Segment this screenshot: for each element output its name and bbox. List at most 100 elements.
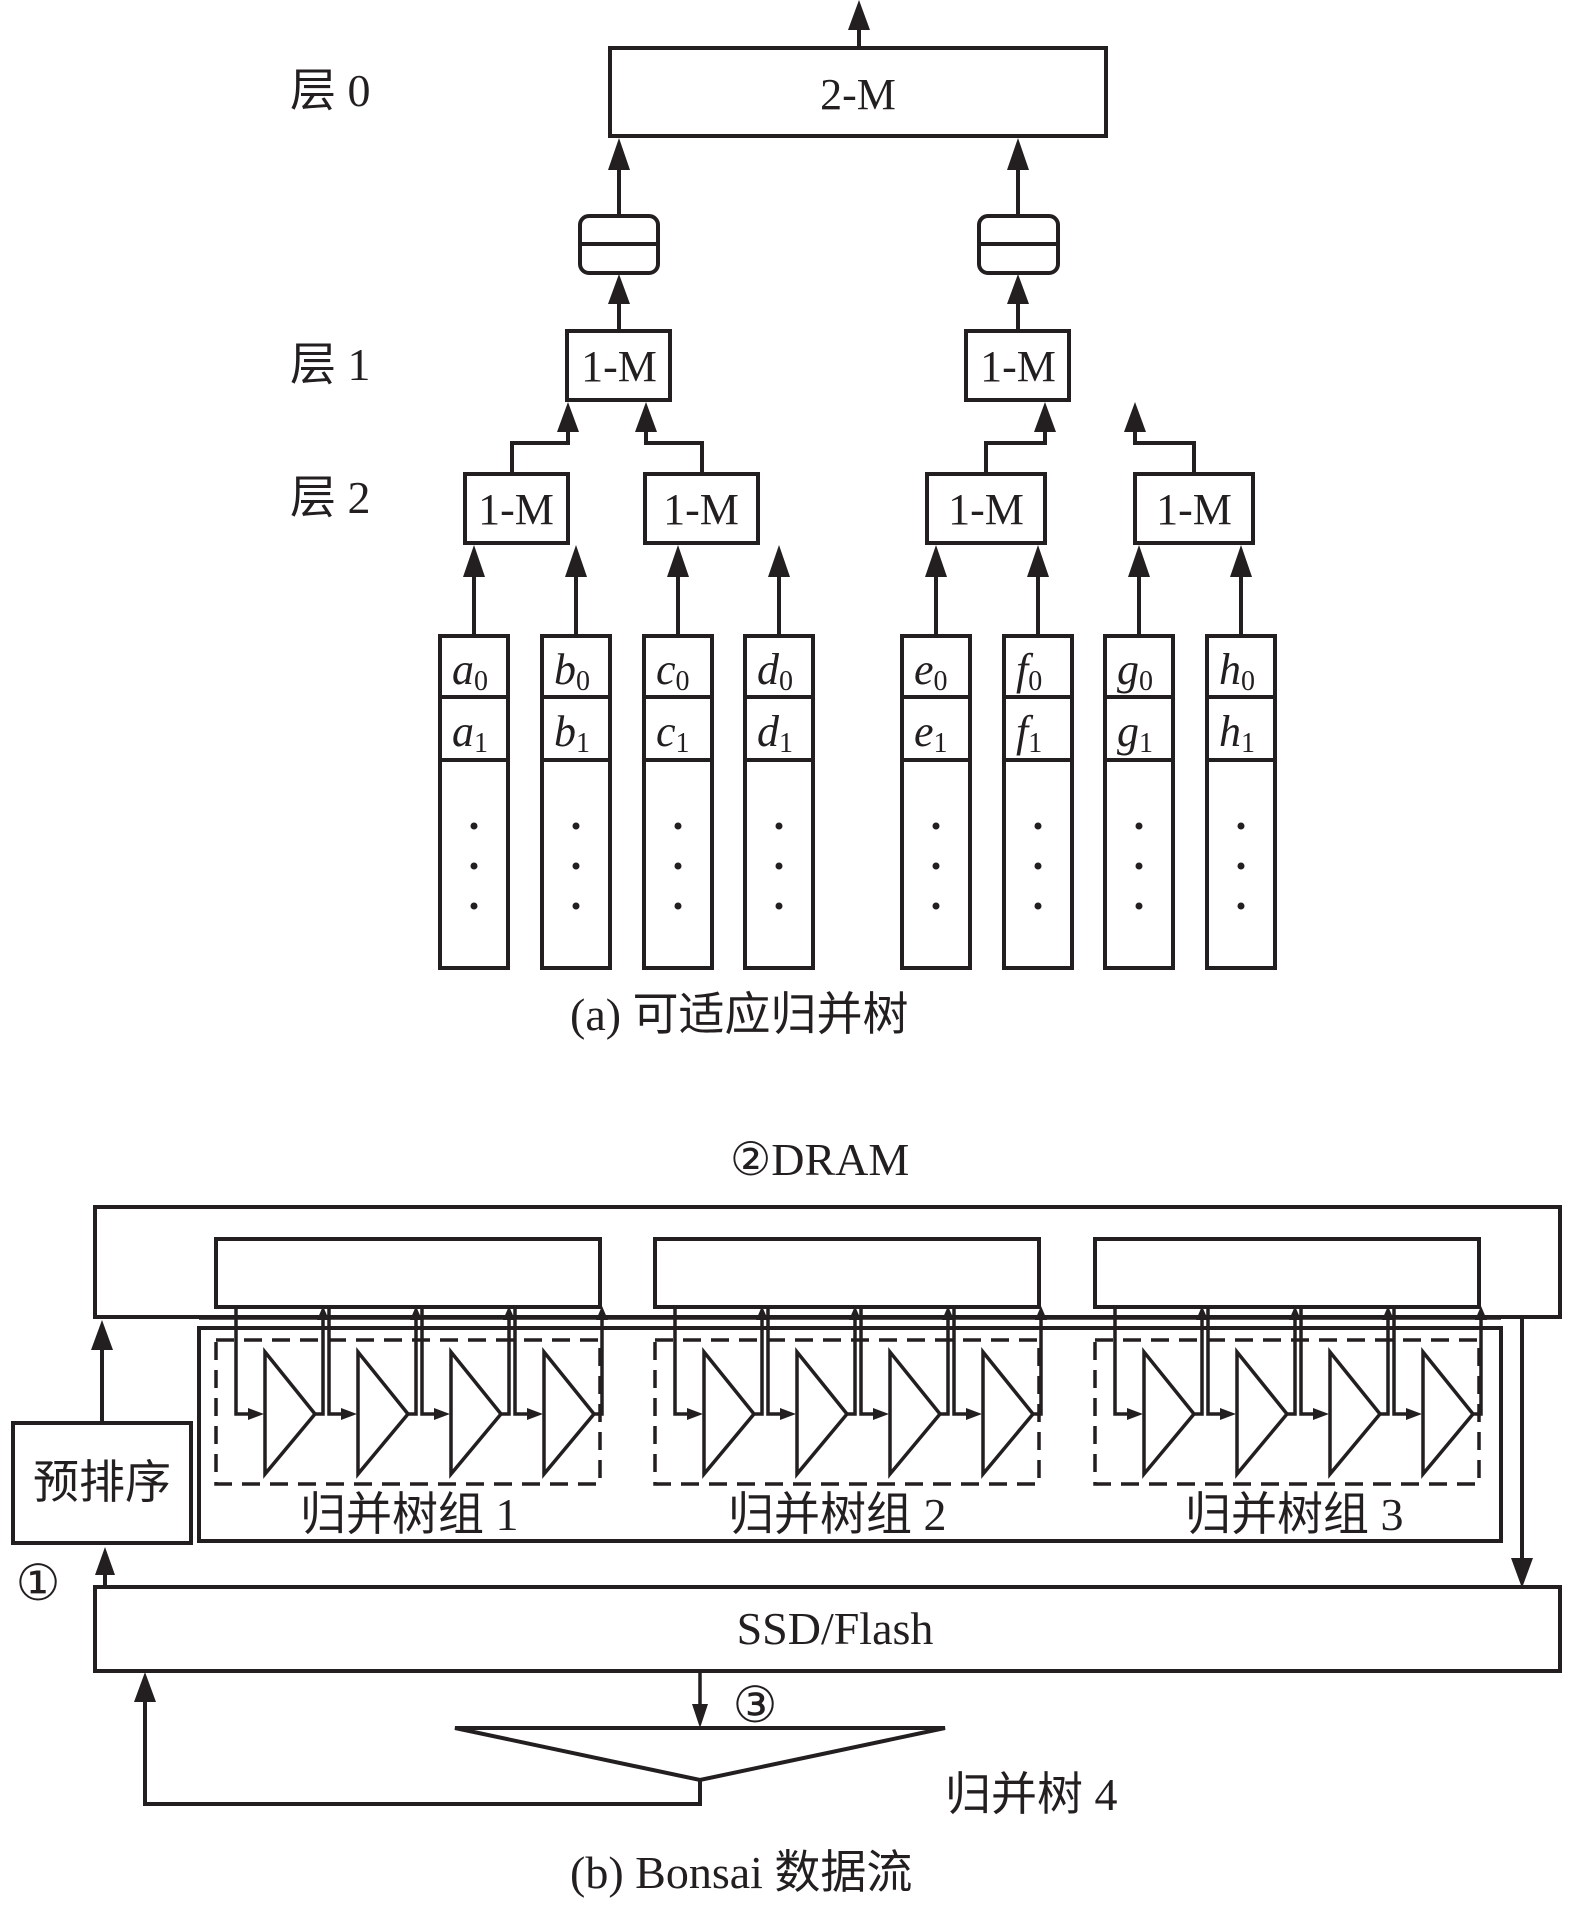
merger-triangle-icon [981,1347,1036,1479]
connector [510,428,570,474]
merge-tree-4-label: 归并树 4 [945,1769,1118,1820]
arrow-up-icon [1007,274,1029,304]
arrow-up-icon [1027,545,1049,577]
layer-2-label: 层 2 [290,472,371,523]
arrow-up-icon [1124,402,1146,432]
column-cell: b1 [554,707,590,759]
layer2-merger-box [463,472,570,545]
ellipsis-dot [470,902,478,910]
ellipsis-dot [470,862,478,870]
arrow-up-icon [1230,545,1252,577]
arrow-right-icon [687,1408,703,1420]
layer1-merger-box [964,329,1071,402]
arrow-up-icon [134,1672,156,1702]
column-box [1103,634,1175,970]
merger-triangle-icon [449,1347,504,1479]
arrow-right-icon [1406,1408,1422,1420]
column-cell: d1 [757,707,793,759]
merger-triangle-icon [542,1347,597,1479]
ellipsis-dot [674,902,682,910]
ellipsis-dot [775,822,783,830]
column-cell: d0 [757,645,793,697]
fifo-left [578,138,660,331]
ellipsis-dot [1237,902,1245,910]
arrow-up-icon [925,545,947,577]
layer2-merger-label: 1-M [1156,485,1232,534]
ellipsis-dot [775,862,783,870]
connector [984,428,1047,474]
merge-tree-group [653,1237,1047,1486]
group-dashed-border [653,1338,1041,1486]
arrow-right-icon [780,1408,796,1420]
root-merger-label: 2-M [820,70,896,119]
step-1-marker: ① [16,1555,61,1611]
arrow-up-icon [565,545,587,577]
column-cell: c1 [656,707,690,759]
arrow-down-icon [1511,1558,1533,1588]
arrow-up-icon [410,1306,422,1320]
arrow-up-icon [1128,545,1150,577]
arrow-up-icon [95,1547,115,1575]
arrow-up-icon [463,545,485,577]
column-cell: g1 [1117,707,1153,759]
column-box [438,634,510,970]
column-box [743,634,815,970]
connector [644,428,704,474]
ellipsis-dot [1135,902,1143,910]
figure-b: ②DRAM 归并树组 1 归并树组 2 归并树组 3 预排序 ① SSD/Fla… [11,1134,1562,1898]
arrow-up-icon [1382,1306,1394,1320]
ellipsis-dot [1237,862,1245,870]
arrow-up-icon [596,1306,608,1320]
dram-label: ②DRAM [730,1134,909,1185]
merge-tree-group [1093,1237,1487,1486]
arrow-up-icon [849,1306,861,1320]
merger-triangle-icon [702,1347,757,1479]
ellipsis-dot [470,822,478,830]
column-cell: b0 [554,645,590,697]
arrow-up-icon [1035,1306,1047,1320]
arrow-up-icon [756,1306,768,1320]
figure-a: 层 0 层 1 层 2 2-M 1-M 1-M [290,0,1277,1040]
root-merger-box [608,46,1108,138]
merge-tree-groups [214,1237,1487,1486]
merge-tree-group [214,1237,608,1486]
column-cell: c0 [656,645,690,697]
column-cell: e1 [914,707,948,759]
merger-triangle-icon [356,1347,411,1479]
ellipsis-dot [572,902,580,910]
arrow-up-icon [1196,1306,1208,1320]
ellipsis-dot [775,902,783,910]
ellipsis-dot [1034,862,1042,870]
arrow-up-icon [1475,1306,1487,1320]
arrow-up-icon [942,1306,954,1320]
column-cell: e0 [914,645,948,697]
arrow-right-icon [1127,1408,1143,1420]
merger-triangle-icon [1235,1347,1290,1479]
ellipsis-dot [932,902,940,910]
arrow-up-icon [1007,138,1029,170]
dram-buffer-box [1093,1237,1481,1309]
layer2-merger-box [925,472,1047,545]
arrow-up-icon [608,274,630,304]
layer1-merger-box [565,329,672,402]
column-cell: g0 [1117,645,1153,697]
ellipsis-dot [1135,862,1143,870]
merger-triangle-icon [888,1347,943,1479]
ellipsis-dot [1034,902,1042,910]
arrow-up-icon [503,1306,515,1320]
arrow-up-icon [635,402,657,432]
ellipsis-dot [572,862,580,870]
column-box [1002,634,1074,970]
column-cell: a0 [452,645,488,697]
layer1-merger-label: 1-M [980,342,1056,391]
ellipsis-dot [932,862,940,870]
ellipsis-dot [932,822,940,830]
layer1-merger-label: 1-M [581,342,657,391]
output-arrow-icon [848,0,870,30]
